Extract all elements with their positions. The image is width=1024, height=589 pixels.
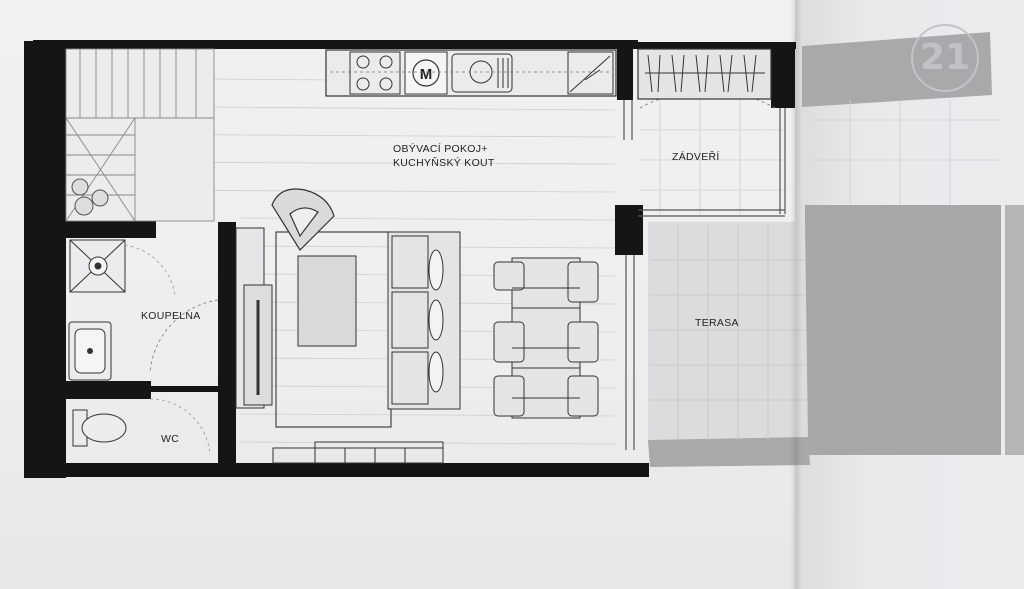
wc-door-swing — [149, 398, 211, 456]
microwave-icon: M — [404, 51, 448, 95]
shower — [69, 239, 126, 293]
plant-icon — [71, 178, 109, 216]
room-label-entry: ZÁDVEŘÍ — [672, 151, 720, 163]
wall-top — [33, 40, 638, 49]
wall-bath-wc — [66, 381, 151, 399]
wall-bath-right — [218, 222, 236, 467]
room-label-wc: WC — [161, 433, 180, 445]
wall-bottom — [24, 463, 649, 477]
bathroom-door-swing — [149, 299, 219, 373]
room-label-living: OBÝVACÍ POKOJ+ — [393, 143, 488, 155]
staircase — [65, 48, 215, 222]
brand-logo: 21 — [911, 24, 979, 92]
wall-column — [615, 205, 643, 255]
wall-left — [24, 41, 66, 478]
bottom-storage — [272, 441, 444, 464]
dining-set — [493, 257, 599, 419]
partitions — [623, 100, 786, 450]
tv-cabinet — [235, 227, 273, 409]
walls — [24, 40, 796, 478]
coffee-table — [297, 255, 357, 347]
wall-entry-right — [771, 48, 795, 108]
wall-kitchen-end — [617, 45, 633, 100]
room-label-kitchen: KUCHYŇSKÝ KOUT — [393, 157, 495, 169]
right-page-strip — [1005, 205, 1024, 455]
sofa — [387, 231, 461, 410]
entry-grid — [640, 100, 1000, 215]
armchair-icon — [271, 188, 335, 251]
washbasin — [68, 321, 112, 381]
room-label-terrace: TERASA — [695, 317, 739, 329]
fridge-icon — [567, 51, 614, 95]
terrace-bottom-band — [648, 437, 810, 467]
wardrobe-hangers — [645, 54, 765, 93]
page-fold — [790, 0, 802, 589]
hob — [349, 51, 401, 95]
wall-top-right — [636, 42, 796, 49]
microwave-label: M — [420, 66, 433, 83]
toilet — [72, 409, 127, 447]
room-label-bathroom: KOUPELNA — [141, 310, 201, 322]
wall-stair-bottom — [66, 221, 156, 238]
terrace-grid — [650, 225, 806, 440]
bath-shower-door — [124, 244, 176, 296]
terrace-shade — [648, 222, 808, 445]
wall-bath-wc-2 — [150, 386, 220, 392]
right-page-shade-bottom — [805, 205, 1001, 455]
